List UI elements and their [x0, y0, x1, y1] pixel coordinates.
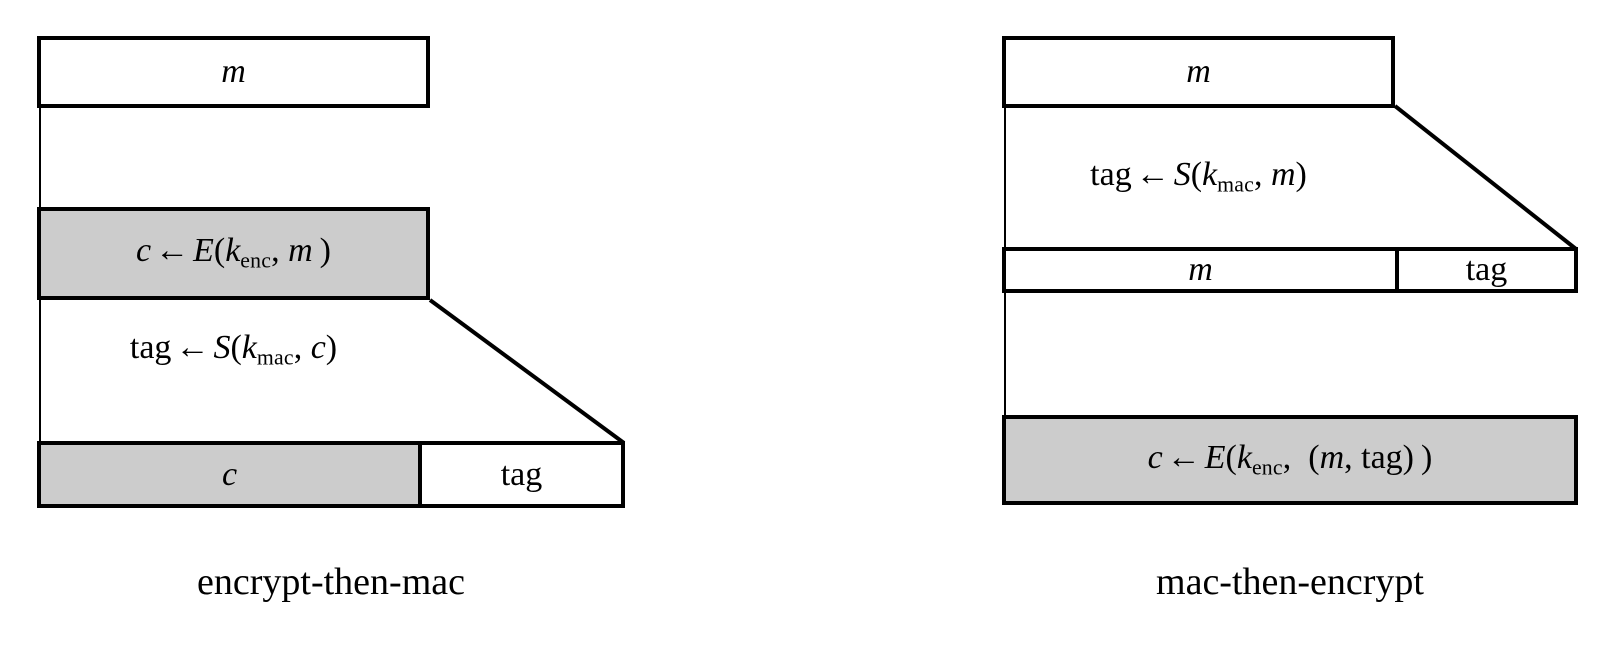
etm-encrypt-formula: c←E(kenc, m) [136, 232, 331, 273]
mte-intermediate-tag-label: tag [1465, 251, 1508, 288]
caption-encrypt-then-mac: encrypt-then-mac [197, 561, 465, 603]
mte-encrypt-box: c←E(kenc, (m, tag)) [1002, 415, 1578, 505]
etm-output-tag-cell: tag [418, 441, 625, 508]
etm-output-tag-label: tag [500, 455, 543, 493]
etm-mac-annotation: tag←S(kmac, c) [37, 325, 430, 375]
etm-mac-formula: tag←S(kmac, c) [129, 328, 338, 370]
mte-plaintext-box: m [1002, 36, 1395, 108]
mte-intermediate-message-label: m [1188, 251, 1213, 288]
mte-mac-annotation: tag←S(kmac, m) [1002, 152, 1395, 202]
etm-output-ciphertext-label: c [221, 455, 238, 493]
etm-encrypt-box: c←E(kenc, m) [37, 207, 430, 300]
mte-intermediate-tag-cell: tag [1395, 247, 1578, 293]
mte-mac-formula: tag←S(kmac, m) [1090, 155, 1307, 197]
mte-encrypt-formula: c←E(kenc, (m, tag)) [1147, 438, 1433, 480]
etm-plaintext-box: m [37, 36, 430, 108]
mte-intermediate-message-cell: m [1002, 247, 1399, 293]
caption-mac-then-encrypt: mac-then-encrypt [1156, 561, 1424, 603]
etm-output-ciphertext-cell: c [37, 441, 422, 508]
mte-plaintext-label: m [1186, 53, 1211, 90]
etm-plaintext-label: m [221, 53, 246, 90]
